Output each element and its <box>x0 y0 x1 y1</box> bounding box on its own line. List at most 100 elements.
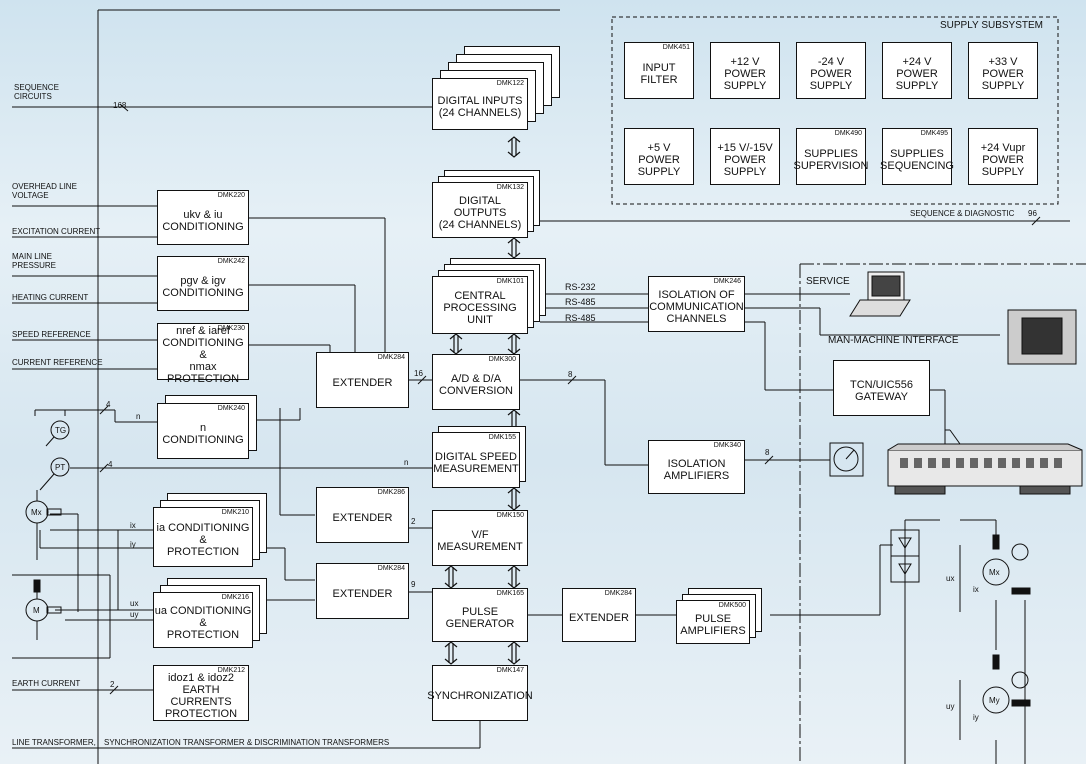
supply-unit-label: -24 V POWER SUPPLY <box>809 55 853 92</box>
supply-unit: +5 V POWER SUPPLY <box>624 128 694 185</box>
block-code: DMK212 <box>217 667 245 674</box>
block-label: EXTENDER <box>569 612 629 624</box>
block-label: DIGITAL INPUTS (24 CHANNELS) <box>437 95 523 119</box>
label-uy-right: uy <box>946 702 955 711</box>
block-label: DIGITAL OUTPUTS (24 CHANNELS) <box>438 195 522 231</box>
supply-unit-label: +5 V POWER SUPPLY <box>637 141 681 178</box>
block-code: DMK284 <box>377 354 405 361</box>
supply-unit-code: DMK451 <box>662 44 690 51</box>
label-n-b: n <box>404 458 409 467</box>
block-label: CENTRAL PROCESSING UNIT <box>443 290 517 326</box>
block-code: DMK210 <box>221 509 249 516</box>
block-label: EXTENDER <box>332 588 393 600</box>
block-label: PULSE GENERATOR <box>445 606 515 630</box>
label-iy: iy <box>130 540 136 549</box>
block-code: DMK284 <box>604 590 632 597</box>
block-label: ua CONDITIONING & PROTECTION <box>154 605 252 641</box>
label-ux-right: ux <box>946 574 955 583</box>
label-rs485-a: RS-485 <box>565 297 596 307</box>
label-4-a: 4 <box>106 400 111 409</box>
label-ix: ix <box>130 521 136 530</box>
supply-unit-label: +33 V POWER SUPPLY <box>981 55 1025 92</box>
motor-y-right-icon: My <box>989 696 1000 705</box>
label-uy: uy <box>130 610 139 619</box>
block-label: n CONDITIONING <box>162 422 244 446</box>
label-speed-reference: SPEED REFERENCE <box>12 330 91 339</box>
motor-x-left-icon: Mx <box>31 508 42 517</box>
block-code: DMK122 <box>496 80 524 87</box>
supply-unit-label: +24 Vupr POWER SUPPLY <box>980 141 1026 178</box>
label-16: 16 <box>414 369 423 378</box>
label-current-reference: CURRENT REFERENCE <box>12 358 103 367</box>
block-label: ia CONDITIONING & PROTECTION <box>156 522 250 558</box>
label-2-b: 2 <box>411 517 416 526</box>
label-rs232: RS-232 <box>565 282 596 292</box>
label-rs485-b: RS-485 <box>565 313 596 323</box>
block-tcn: TCN/UIC556 GATEWAY <box>833 360 930 416</box>
block-label: SYNCHRONIZATION <box>427 690 533 702</box>
supply-unit: -24 V POWER SUPPLY <box>796 42 866 99</box>
label-sequence-diagnostic: SEQUENCE & DIAGNOSTIC <box>910 209 1015 218</box>
block-code: DMK240 <box>217 405 245 412</box>
motor-x-right-icon: Mx <box>989 568 1000 577</box>
block-label: A/D & D/A CONVERSION <box>439 373 513 397</box>
supply-unit-label: +12 V POWER SUPPLY <box>723 55 767 92</box>
motor-left-icon: M <box>33 606 40 615</box>
block-label: EXTENDER <box>332 512 393 524</box>
supply-unit-label: +15 V/-15V POWER SUPPLY <box>717 141 773 178</box>
supply-unit: +24 Vupr POWER SUPPLY <box>968 128 1038 185</box>
block-code: DMK230 <box>217 325 245 332</box>
label-earth-current: EARTH CURRENT <box>12 679 81 688</box>
pulse-transducer-icon: PT <box>55 463 66 472</box>
block-dmk210: DMK210 ia CONDITIONING & PROTECTION <box>153 507 253 567</box>
block-label: ukv & iu CONDITIONING <box>162 208 244 233</box>
label-168: 168 <box>113 101 127 110</box>
block-code: DMK340 <box>713 442 741 449</box>
label-sync-transformer: SYNCHRONIZATION TRANSFORMER & DISCRIMINA… <box>104 738 390 747</box>
label-man-machine-interface: MAN-MACHINE INTERFACE <box>828 335 959 346</box>
block-code: DMK242 <box>217 258 245 265</box>
supply-unit-code: DMK495 <box>920 130 948 137</box>
block-label: nref & iaref CONDITIONING & nmax PROTECT… <box>162 324 244 385</box>
block-label: PULSE AMPLIFIERS <box>680 613 746 637</box>
block-code: DMK165 <box>496 590 524 597</box>
block-code: DMK101 <box>496 278 524 285</box>
label-8-a: 8 <box>568 370 573 379</box>
supply-unit: +33 V POWER SUPPLY <box>968 42 1038 99</box>
block-code: DMK246 <box>713 278 741 285</box>
block-code: DMK284 <box>377 565 405 572</box>
label-9: 9 <box>411 580 416 589</box>
label-sequence-circuits: SEQUENCE CIRCUITS <box>14 83 59 101</box>
supply-subsystem-title: SUPPLY SUBSYSTEM <box>940 20 1043 31</box>
supply-unit-label: +24 V POWER SUPPLY <box>895 55 939 92</box>
block-label: idoz1 & idoz2 EARTH CURRENTS PROTECTION <box>164 672 238 720</box>
label-ux: ux <box>130 599 139 608</box>
block-code: DMK220 <box>217 192 245 199</box>
block-code: DMK300 <box>488 356 516 363</box>
label-overhead-line: OVERHEAD LINE VOLTAGE <box>12 182 77 200</box>
label-96: 96 <box>1028 209 1037 218</box>
block-code: DMK150 <box>496 512 524 519</box>
label-iy-right: iy <box>973 713 979 722</box>
